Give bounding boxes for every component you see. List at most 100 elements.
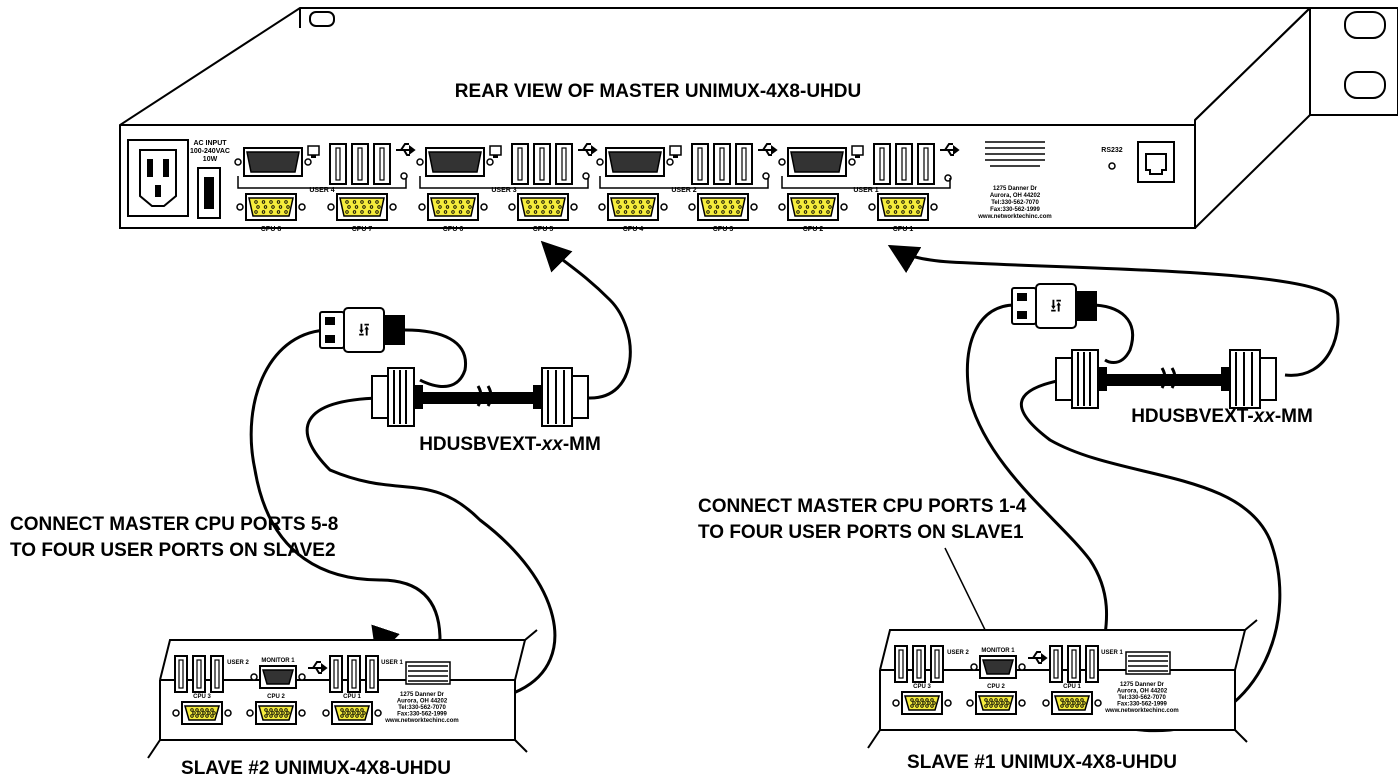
address-line: www.networktechinc.com [1104,708,1178,714]
usb-port [1050,646,1062,682]
vga-plug-right-a [1056,350,1106,408]
user-label: USER 1 [853,187,878,194]
usb-port [330,144,346,184]
cpu-port [779,194,847,220]
svg-text:⭿: ⭿ [1050,296,1062,317]
cpu-label: CPU 1 [343,694,361,700]
cpu-label: CPU 6 [443,226,464,233]
note-right-line1: CONNECT MASTER CPU PORTS 1-4 [698,496,1027,517]
cpu-label: CPU 5 [533,226,554,233]
address-line: 1275 Danner Dr [400,692,445,698]
monitor-port [417,148,493,176]
cpu-port [509,194,577,220]
address-line: Fax:330-562-1999 [990,207,1040,213]
cpu-port [869,194,937,220]
cpu-port [689,194,757,220]
address-line: Fax:330-562-1999 [397,712,447,718]
address-line: Tel:330-562-7070 [1118,695,1166,701]
rs232-port [1138,142,1174,182]
note-left-line1: CONNECT MASTER CPU PORTS 5-8 [10,514,338,535]
usb-port [714,144,730,184]
address-line: 1275 Danner Dr [1120,682,1165,688]
usb-port [534,144,550,184]
cpu-label: CPU 7 [352,226,373,233]
slave1-unit: USER 2 MONITOR 1 USER 1 CPU 3 CPU 2 CPU 1 1275… [868,620,1257,748]
cpu-port [1043,692,1101,714]
usb-port [193,656,205,692]
user2-label: USER 2 [947,650,969,656]
note-left-line2: TO FOUR USER PORTS ON SLAVE2 [10,540,336,561]
cpu-label: CPU 1 [893,226,914,233]
nti-logo [1126,652,1170,674]
right-cable-assembly: ⭿ [1012,284,1276,408]
usb-port [330,656,342,692]
usb-port [556,144,572,184]
rs232-led [1109,163,1115,169]
cpu-port [173,702,231,724]
cpu-port [247,702,305,724]
address-line: Tel:330-562-7070 [991,200,1039,206]
cpu-label: CPU 3 [713,226,734,233]
rs232-label: RS232 [1101,147,1123,154]
cpu-label: CPU 1 [1063,684,1081,690]
ac-inlet [128,140,188,216]
user1-label: USER 1 [1101,650,1123,656]
address-line: www.networktechinc.com [384,718,458,724]
usb-port [1086,646,1098,682]
usb-port [931,646,943,682]
usb-port [692,144,708,184]
cable-right-label: HDUSBVEXT-xx-MM [1131,406,1313,427]
cpu-label: CPU 3 [913,684,931,690]
note-right-line2: TO FOUR USER PORTS ON SLAVE1 [698,522,1024,543]
monitor-label: MONITOR 1 [981,648,1015,654]
usb-port [374,144,390,184]
master-title: REAR VIEW OF MASTER UNIMUX-4X8-UHDU [455,81,861,102]
monitor-port [597,148,673,176]
address-line: Aurora, OH 44202 [397,699,448,705]
usb-port [1068,646,1080,682]
cpu-port [599,194,667,220]
monitor-port [235,148,311,176]
usb-a-plug-left: ⭿ [320,308,404,352]
cpu-port [419,194,487,220]
cpu-label: CPU 4 [623,226,644,233]
monitor-port [971,656,1025,678]
user-label: USER 3 [491,187,516,194]
ac-voltage-label: 100-240VAC [190,148,230,155]
vga-plug-right-b [1222,350,1276,408]
cable-left-label: HDUSBVEXT-xx-MM [419,434,601,455]
usb-port [874,144,890,184]
left-cable-assembly: ⭿ [320,308,588,426]
nti-logo [406,662,450,684]
user-label: USER 2 [671,187,696,194]
address-line: Fax:330-562-1999 [1117,702,1167,708]
cpu-label: CPU 8 [261,226,282,233]
usb-port [896,144,912,184]
vga-plug-left-b [534,368,588,426]
usb-port [366,656,378,692]
slave1-title: SLAVE #1 UNIMUX-4X8-UHDU [907,752,1177,773]
usb-port [352,144,368,184]
usb-port [913,646,925,682]
usb-port [175,656,187,692]
user-label: USER 4 [309,187,334,194]
cpu-port [967,692,1025,714]
cpu-label: CPU 2 [267,694,285,700]
power-switch [198,168,220,218]
usb-port [736,144,752,184]
address-line: Aurora, OH 44202 [1117,689,1168,695]
address-line: 1275 Danner Dr [993,186,1038,192]
user1-label: USER 1 [381,660,403,666]
usb-port [512,144,528,184]
usb-port [211,656,223,692]
cpu-label: CPU 2 [987,684,1005,690]
monitor-port [779,148,855,176]
usb-a-plug-right: ⭿ [1012,284,1096,328]
cpu-port [328,194,396,220]
usb-port [348,656,360,692]
cpu-port [323,702,381,724]
usb-port [918,144,934,184]
note-right-leader [945,548,990,640]
